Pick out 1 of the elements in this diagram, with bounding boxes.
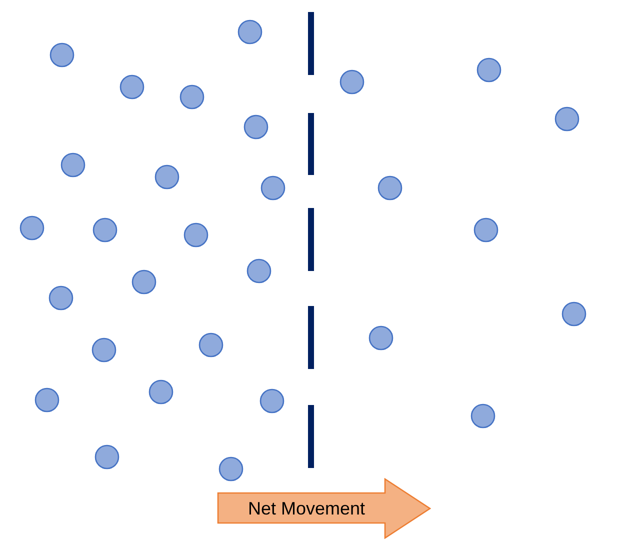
arrow-label: Net Movement [248,498,366,519]
